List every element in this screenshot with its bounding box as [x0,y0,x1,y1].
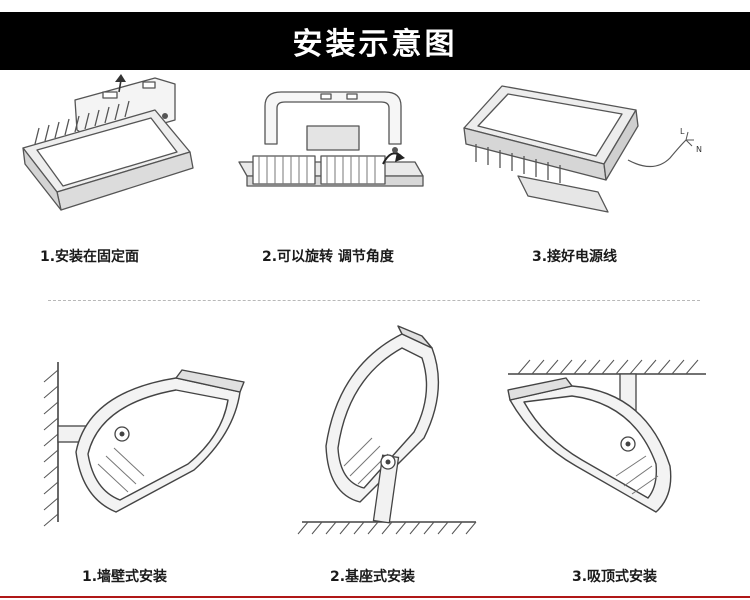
ceiling-mount-illustration [507,359,706,513]
step3-illustration: L N [463,85,702,213]
wire-label-l: L [680,127,685,136]
step2-illustration [238,91,424,187]
page-title: 安装示意图 [292,27,458,62]
base-mount-illustration [297,325,477,535]
wall-mount-illustration [43,362,245,527]
ceiling-mount-caption: 3.吸顶式安装 [572,569,658,585]
wire-label-n: N [696,145,702,154]
wall-mount-caption: 1.墙壁式安装 [82,569,168,585]
title-bar: 安装示意图 [0,12,750,70]
step2-caption: 2.可以旋转 调节角度 [262,249,394,265]
step1-illustration [22,74,194,211]
base-mount-caption: 2.基座式安装 [330,569,416,585]
section-divider [48,300,700,301]
step1-caption: 1.安装在固定面 [40,249,140,265]
step3-caption: 3.接好电源线 [532,249,618,265]
bottom-border [0,596,750,598]
